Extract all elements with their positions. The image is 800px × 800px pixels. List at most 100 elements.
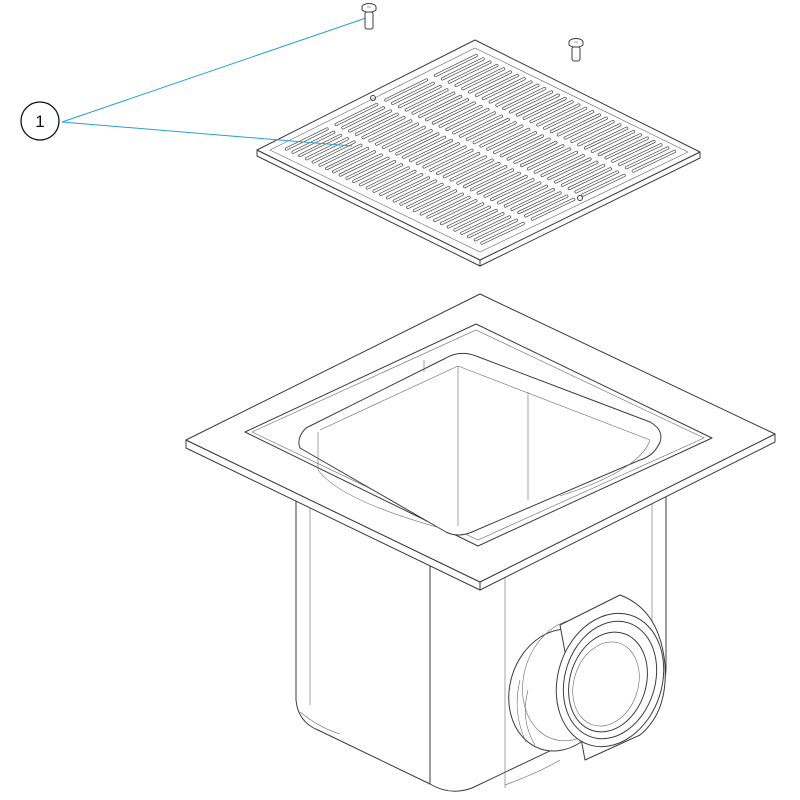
grate-slot-inner — [447, 206, 491, 228]
grate-slot-inner — [391, 82, 435, 105]
grate-slot-inner — [373, 170, 416, 193]
grate-slot-inner — [386, 176, 430, 199]
grate-slot-inner — [319, 144, 362, 167]
grate-slot-inner — [448, 61, 491, 83]
grate-slot-inner — [402, 136, 446, 159]
grate-slot-inner — [366, 167, 410, 189]
callout-1: 1 — [20, 17, 367, 147]
grate-slot-inner — [518, 191, 561, 214]
grate-slot-inner — [433, 199, 477, 222]
grate-slot-inner — [632, 150, 676, 172]
grate-slot-inner — [441, 58, 485, 80]
grate-slot-inner — [557, 114, 601, 136]
grate-slot-inner — [362, 116, 405, 139]
grate-slot-inner — [473, 121, 516, 144]
grate-slot-inner — [564, 117, 608, 140]
grate-slot-inner — [454, 209, 498, 232]
grate — [256, 39, 701, 267]
grate-slot-inner — [409, 139, 453, 162]
grate-slot-inner — [369, 120, 412, 142]
grate-slot-inner — [384, 79, 428, 101]
grate-slot-inner — [571, 120, 614, 143]
side-outlet — [508, 594, 666, 761]
grate-slot-inner — [418, 95, 462, 118]
grate-slot-inner — [460, 212, 504, 235]
grate-slot-inner — [531, 198, 575, 221]
grate-slot-inner — [480, 125, 523, 147]
grate-slot-inner — [511, 188, 555, 211]
grate-slot-inner — [598, 133, 642, 156]
grate-slot-inner — [474, 219, 518, 241]
grate-slot-inner — [468, 71, 512, 93]
grate-slot-inner — [523, 97, 566, 120]
body-left-face — [295, 479, 431, 785]
grate-slot-inner — [348, 110, 392, 132]
grate-slot-inner — [582, 174, 625, 196]
grate-slot-inner — [541, 154, 585, 177]
callout-label: 1 — [35, 112, 44, 131]
drain-opening — [298, 352, 662, 536]
grate-slot-inner — [332, 150, 376, 173]
grate-slot-inner — [389, 129, 433, 152]
leader-line-to-grate — [61, 121, 353, 147]
grate-slot-inner — [382, 126, 426, 149]
grate-slot-inner — [459, 115, 503, 138]
grate-slot-inner — [416, 142, 460, 165]
grate-slot-inner — [467, 216, 511, 238]
grate-slot-inner — [379, 173, 423, 196]
grate-slot-inner — [452, 112, 496, 134]
grate-slot-inner — [477, 172, 521, 194]
grate-slot-inner — [432, 102, 476, 124]
grate-slot-inner — [406, 186, 450, 209]
grate-slot-inner — [497, 182, 541, 204]
grate-slot-inner — [504, 185, 548, 207]
grate-slot-inner — [530, 100, 573, 123]
leader-line-to-screw — [61, 17, 367, 123]
grate-slot-inner — [292, 131, 335, 154]
grate-slot-inner — [335, 103, 378, 126]
grate-slot-inner — [439, 105, 482, 128]
grate-slot-inner — [509, 91, 553, 113]
grate-slot-inner — [618, 143, 662, 166]
grate-slot-inner — [423, 146, 466, 168]
grate-slot-inner — [516, 94, 560, 116]
grate-slot-inner — [457, 162, 500, 185]
grate-slot-inner — [436, 152, 480, 175]
grate-slot-inner — [425, 98, 469, 121]
grate-slot-inner — [405, 89, 448, 111]
grate-top-face — [256, 39, 701, 261]
grate-slot-inner — [420, 193, 464, 215]
grate-slot-inner — [500, 135, 544, 157]
grate-slot-inner — [625, 147, 669, 169]
grate-slot-inner — [466, 118, 510, 141]
grate-slot-inner — [537, 104, 580, 126]
grate-slot-inner — [591, 130, 635, 153]
grate-slot-inner — [507, 138, 550, 160]
grate-slot-inner — [534, 151, 578, 174]
grate-slot-inner — [461, 67, 505, 90]
grate-slot-inner — [443, 155, 487, 178]
grate-slot-inner — [554, 161, 598, 183]
grate-slot-inner — [398, 85, 442, 108]
grate-slot-inner — [475, 74, 519, 97]
grate-slot-inner — [489, 81, 532, 103]
grate-slot-inner — [463, 165, 507, 188]
grate-slot-inner — [413, 189, 457, 212]
grate-slot-inner — [524, 195, 568, 217]
grate-slot-inner — [527, 148, 571, 170]
grate-slot-inner — [470, 169, 514, 191]
screw-left — [361, 3, 377, 30]
grate-slot-inner — [396, 133, 439, 155]
grate-slot-inner — [568, 167, 612, 190]
grate-slot-inner — [450, 159, 494, 181]
grate-slot-inner — [481, 222, 525, 245]
grate-slot-inner — [285, 128, 328, 150]
grate-slot-inner — [400, 183, 443, 206]
callout-circle — [20, 101, 60, 141]
grate-slot-inner — [427, 196, 471, 219]
grate-slots — [284, 53, 677, 245]
grate-slot-inner — [352, 160, 396, 183]
grate-slot-inner — [584, 127, 628, 149]
grate-slot-inner — [412, 92, 455, 114]
grate-slot-inner — [514, 141, 557, 164]
